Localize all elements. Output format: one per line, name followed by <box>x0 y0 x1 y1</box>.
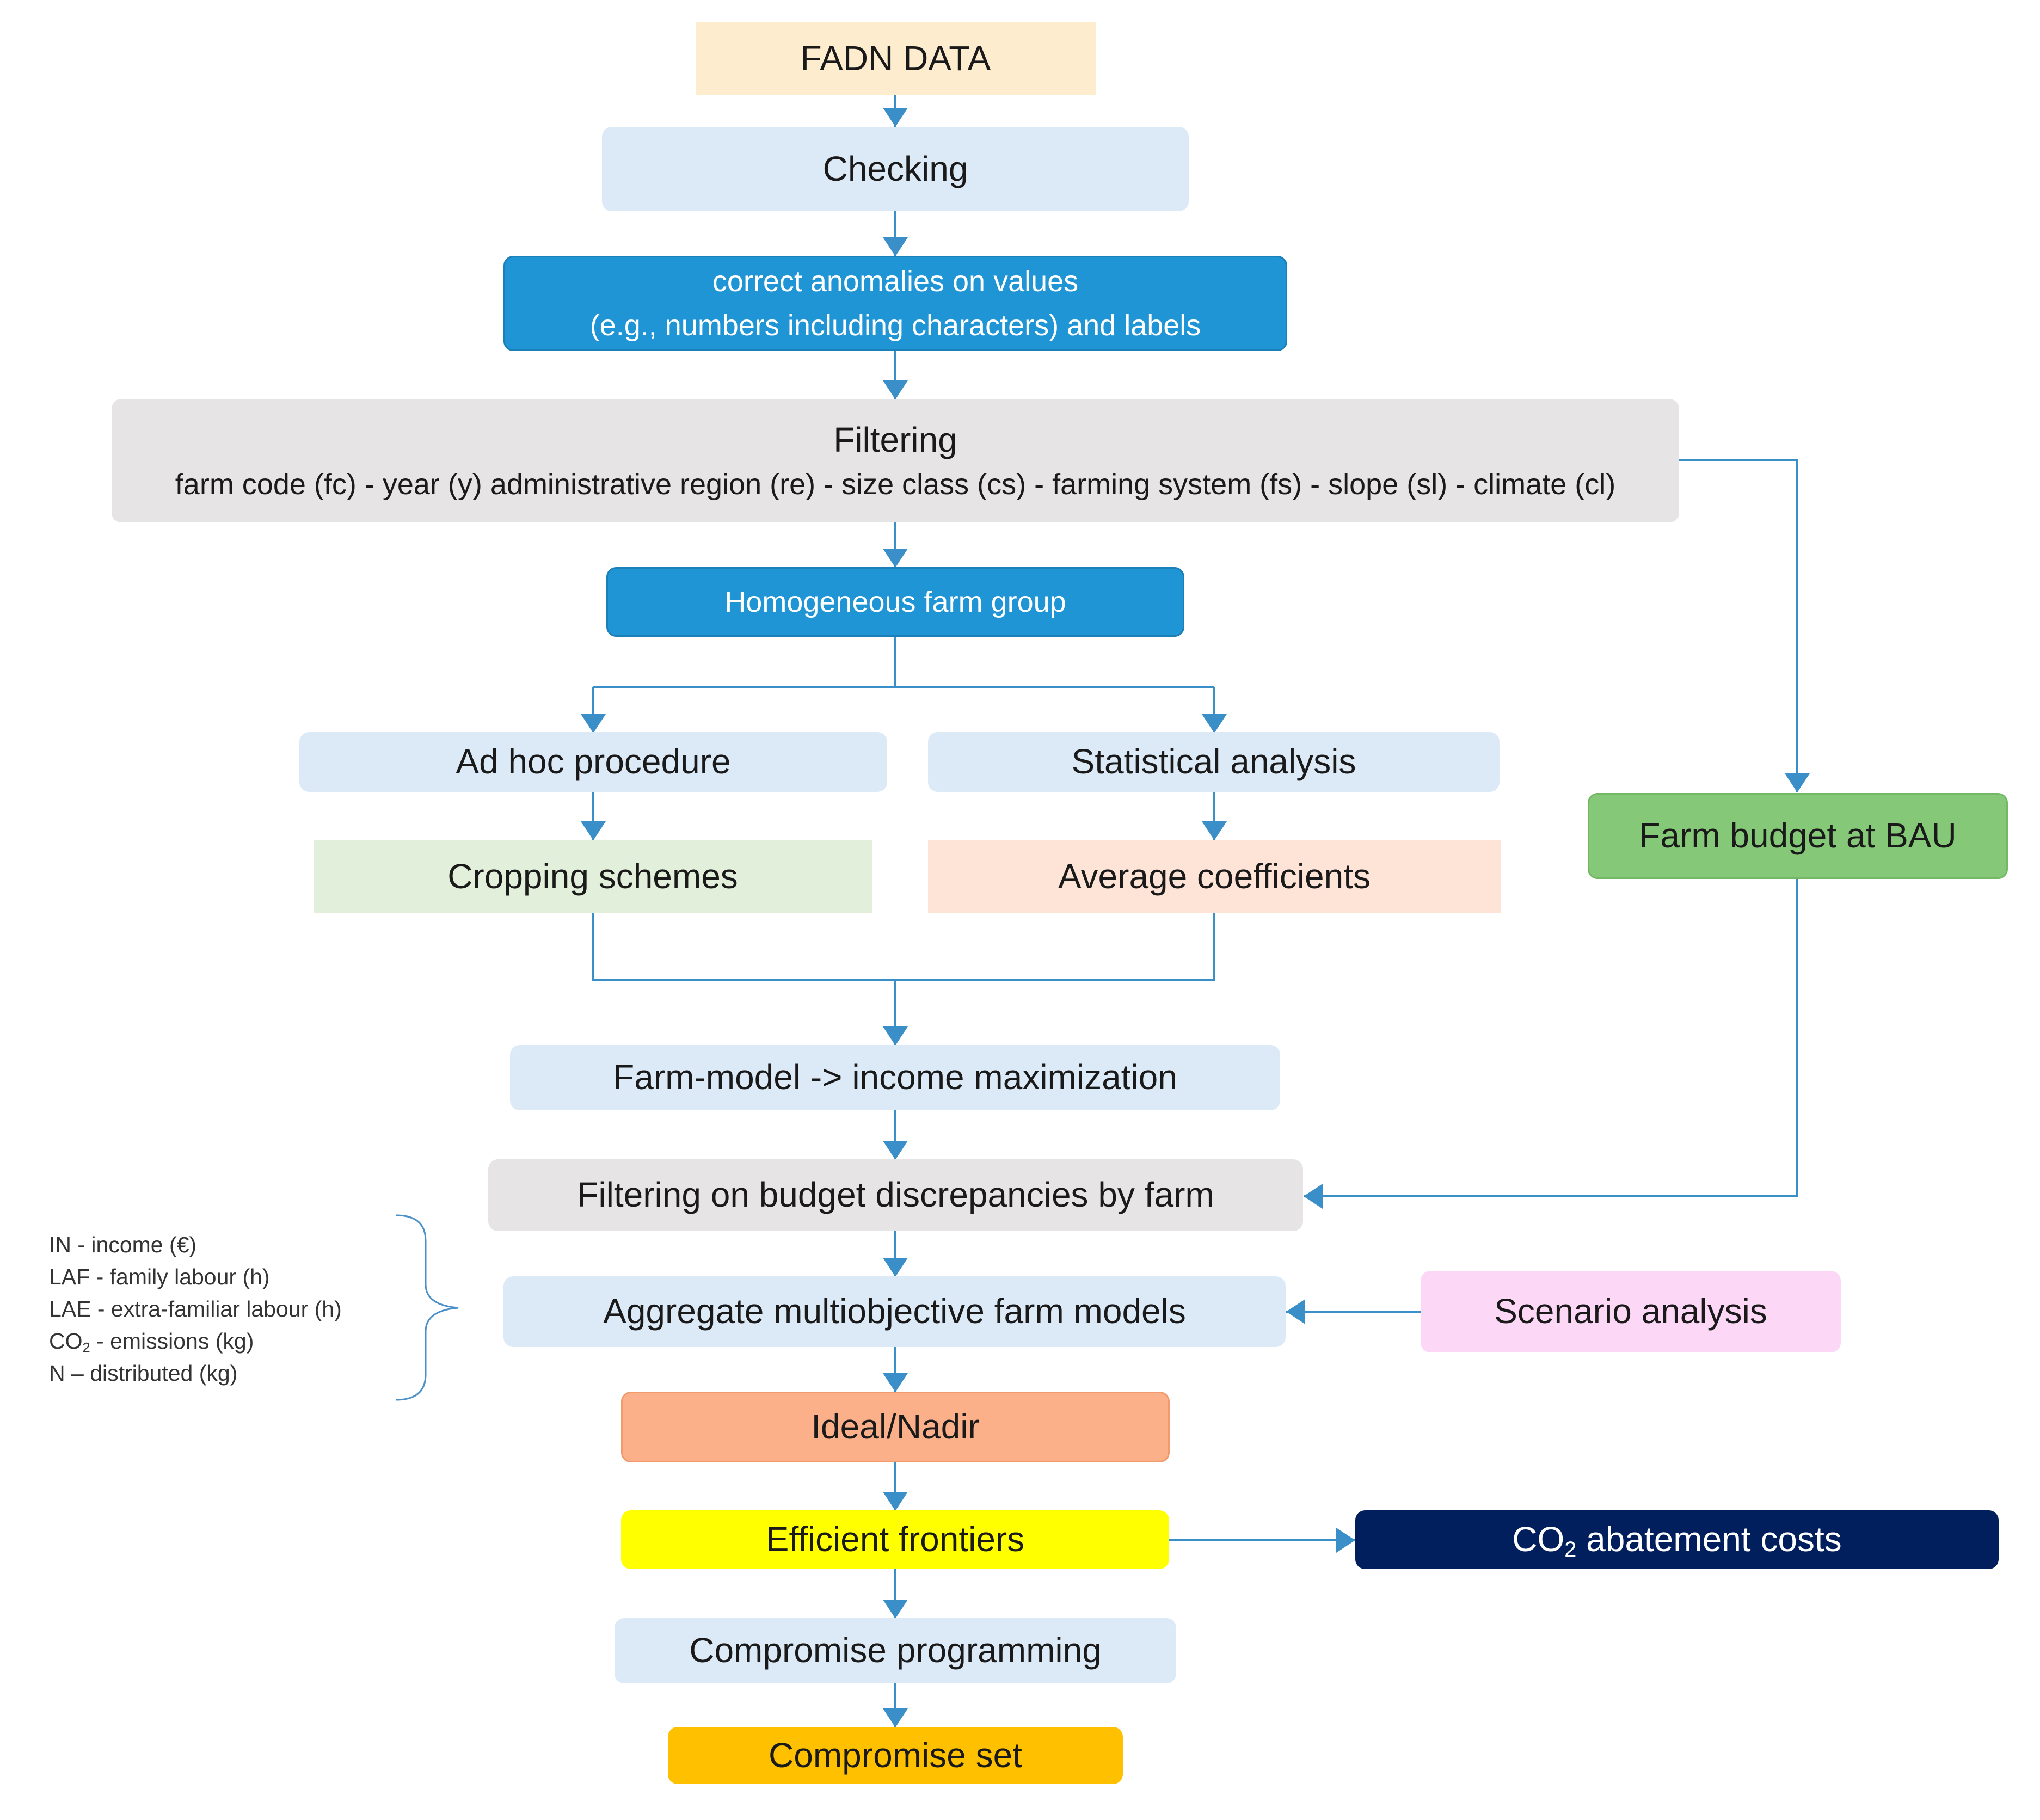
farm-model-label: Farm-model -> income maximization <box>613 1057 1177 1097</box>
scenario-analysis-box: Scenario analysis <box>1421 1271 1841 1352</box>
farm-budget-bau-label: Farm budget at BAU <box>1639 816 1957 856</box>
legend-extra-familiar-labour: LAE - extra-familiar labour (h) <box>49 1296 342 1321</box>
aggregate-models-box: Aggregate multiobjective farm models <box>503 1276 1286 1347</box>
co2-subscript: 2 <box>1564 1538 1577 1562</box>
efficient-frontiers-box: Efficient frontiers <box>621 1510 1169 1569</box>
correct-anomalies-line1: correct anomalies on values <box>712 265 1079 298</box>
legend-nitrogen: N – distributed (kg) <box>49 1361 238 1386</box>
statistical-analysis-label: Statistical analysis <box>1071 742 1356 782</box>
connector-merge-farm-model <box>592 913 1215 1045</box>
legend-co2-prefix: CO <box>49 1329 83 1354</box>
ideal-nadir-label: Ideal/Nadir <box>811 1407 980 1447</box>
fadn-data-label: FADN DATA <box>800 38 991 78</box>
legend-brace <box>396 1214 459 1401</box>
compromise-programming-box: Compromise programming <box>615 1618 1176 1683</box>
legend-family-labour: LAF - family labour (h) <box>49 1264 270 1289</box>
legend-income: IN - income (€) <box>49 1232 197 1257</box>
connector-homogeneous-split <box>592 637 1215 732</box>
filtering-budget-box: Filtering on budget discrepancies by far… <box>488 1159 1303 1231</box>
filtering-budget-label: Filtering on budget discrepancies by far… <box>577 1175 1214 1215</box>
checking-box: Checking <box>602 127 1189 211</box>
legend-co2-rest: - emissions (kg) <box>90 1329 254 1354</box>
scenario-analysis-label: Scenario analysis <box>1494 1292 1767 1331</box>
aggregate-models-label: Aggregate multiobjective farm models <box>603 1292 1186 1331</box>
legend-co2-subscript: 2 <box>82 1340 90 1356</box>
homogeneous-farm-group-label: Homogeneous farm group <box>724 585 1066 618</box>
co2-abatement-costs-box: CO2 abatement costs <box>1355 1510 1999 1569</box>
connector-bau-filtering-budget <box>1304 879 1798 1197</box>
filtering-criteria: farm code (fc) - year (y) administrative… <box>175 468 1616 501</box>
correct-anomalies-line2: (e.g., numbers including characters) and… <box>589 309 1201 342</box>
checking-label: Checking <box>822 149 968 188</box>
cropping-schemes-box: Cropping schemes <box>314 840 872 913</box>
farm-model-box: Farm-model -> income maximization <box>510 1045 1280 1110</box>
co2-prefix: CO <box>1512 1520 1565 1559</box>
cropping-schemes-label: Cropping schemes <box>447 856 738 896</box>
filtering-title: Filtering <box>833 420 957 459</box>
homogeneous-farm-group-box: Homogeneous farm group <box>606 567 1184 637</box>
compromise-set-label: Compromise set <box>769 1735 1022 1775</box>
compromise-set-box: Compromise set <box>668 1727 1123 1784</box>
filtering-box: Filtering farm code (fc) - year (y) admi… <box>112 399 1679 522</box>
statistical-analysis-box: Statistical analysis <box>928 732 1500 792</box>
objectives-legend: IN - income (€) LAF - family labour (h) … <box>49 1229 342 1389</box>
adhoc-procedure-box: Ad hoc procedure <box>299 732 887 792</box>
farm-budget-bau-box: Farm budget at BAU <box>1588 793 2008 879</box>
co2-abatement-rest: abatement costs <box>1576 1520 1842 1559</box>
connector-filtering-bau <box>1679 459 1798 792</box>
fadn-data-box: FADN DATA <box>696 22 1096 95</box>
average-coefficients-label: Average coefficients <box>1058 856 1371 896</box>
compromise-programming-label: Compromise programming <box>689 1631 1102 1670</box>
adhoc-procedure-label: Ad hoc procedure <box>456 742 731 782</box>
efficient-frontiers-label: Efficient frontiers <box>765 1520 1025 1559</box>
average-coefficients-box: Average coefficients <box>928 840 1501 913</box>
ideal-nadir-box: Ideal/Nadir <box>621 1392 1170 1462</box>
correct-anomalies-box: correct anomalies on values (e.g., numbe… <box>503 256 1287 351</box>
legend-co2-emissions: CO2 - emissions (kg) <box>49 1325 342 1357</box>
co2-abatement-costs-label: CO2 abatement costs <box>1512 1520 1841 1560</box>
